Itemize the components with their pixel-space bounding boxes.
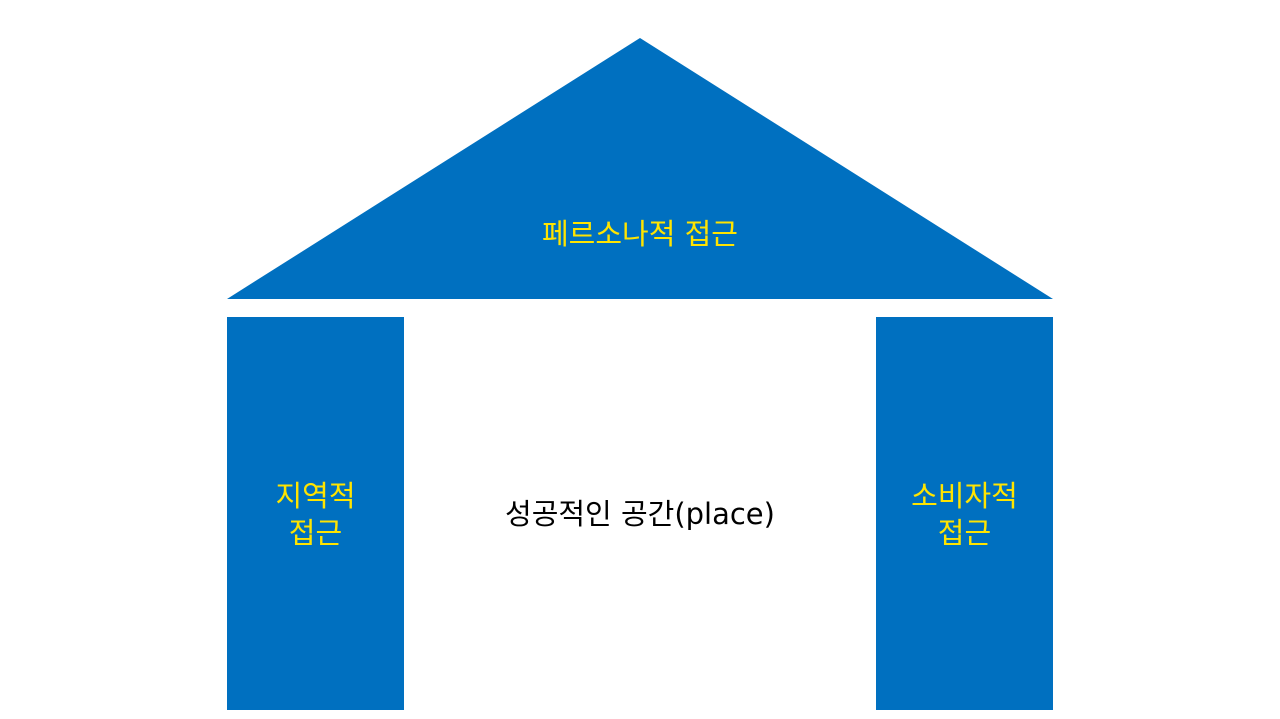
left-pillar: 지역적 접근 — [227, 317, 404, 710]
left-pillar-label-line2: 접근 — [288, 515, 343, 550]
right-pillar: 소비자적 접근 — [876, 317, 1053, 710]
left-pillar-label-line1: 지역적 — [275, 478, 356, 513]
center-label: 성공적인 공간(place) — [505, 497, 775, 531]
right-pillar-label: 소비자적 접근 — [911, 478, 1018, 552]
right-pillar-label-line2: 접근 — [937, 515, 992, 550]
left-pillar-label: 지역적 접근 — [275, 478, 355, 552]
right-pillar-label-line1: 소비자적 — [911, 478, 1018, 513]
roof-triangle — [227, 38, 1053, 299]
roof-label: 페르소나적 접근 — [542, 217, 738, 251]
